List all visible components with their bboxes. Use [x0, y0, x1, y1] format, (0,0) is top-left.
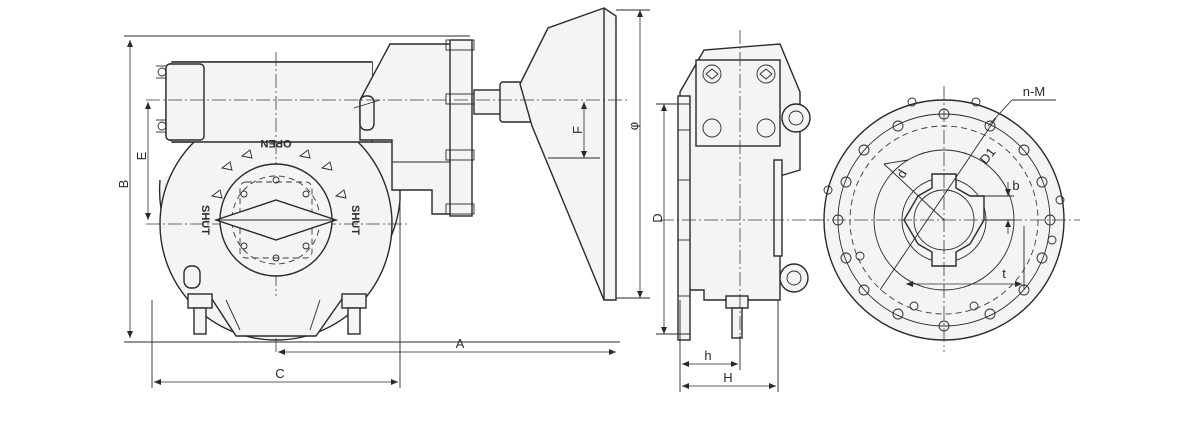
front-view: OPEN SHUT SHUT	[124, 7, 630, 352]
label-phi: φ	[626, 122, 641, 130]
label-nM: n-M	[1023, 84, 1045, 99]
label-F: F	[570, 126, 585, 134]
shaft	[473, 89, 505, 115]
label-H: H	[723, 370, 732, 385]
bolt	[157, 67, 167, 77]
lifting-eye	[781, 103, 811, 133]
flange	[449, 39, 473, 217]
reducer-housing	[359, 43, 471, 215]
shut-marking-right: SHUT	[349, 205, 361, 235]
handwheel	[519, 7, 617, 301]
dimensions: B E C A F φ D h H n	[116, 9, 1056, 392]
base	[209, 295, 345, 337]
label-t: t	[1002, 266, 1006, 281]
diameter-line	[879, 117, 997, 291]
label-b: b	[1012, 178, 1019, 193]
label-E: E	[134, 151, 149, 160]
bolt-shank	[347, 307, 361, 335]
label-h: h	[704, 348, 711, 363]
side-view	[660, 30, 820, 350]
knob	[359, 95, 375, 131]
lifting-eye	[779, 263, 809, 293]
bolt-head	[341, 293, 367, 309]
shut-marking-left: SHUT	[199, 205, 211, 235]
bolt-shank	[193, 307, 207, 335]
bolt	[157, 121, 167, 131]
flange-view	[810, 86, 1080, 352]
bolt-holes	[823, 97, 1065, 332]
open-marking: OPEN	[260, 137, 291, 149]
motor-block	[695, 59, 781, 147]
side-flange	[677, 95, 691, 341]
bolt-head	[187, 293, 213, 309]
label-C: C	[275, 366, 284, 381]
label-D: D	[650, 213, 665, 222]
label-A: A	[456, 336, 465, 351]
label-B: B	[116, 180, 131, 189]
